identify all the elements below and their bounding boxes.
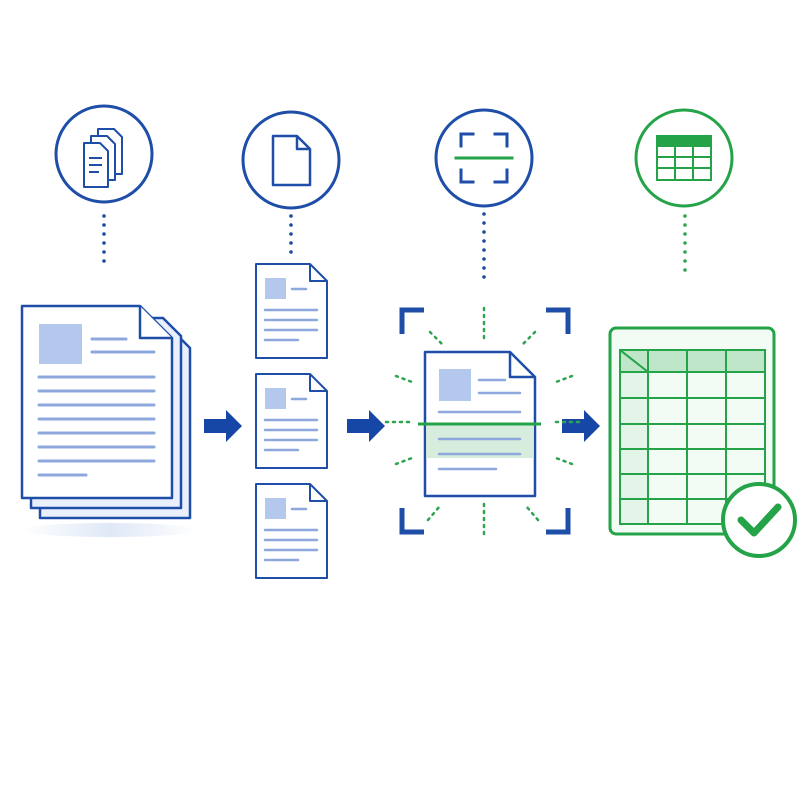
scan-highlight-band (426, 424, 534, 458)
connector-step-4 (683, 214, 687, 272)
stack-page-text-lines (37, 337, 156, 477)
scan-rays (384, 306, 582, 536)
step-2-icon-circle (241, 110, 341, 210)
arrow-3 (562, 410, 600, 442)
spreadsheet-frame (608, 326, 776, 536)
stack-page-thumbnail (39, 324, 82, 364)
step-4-icon-circle (634, 108, 734, 208)
document-stack-icon (83, 128, 123, 188)
single-page-icon (271, 134, 312, 187)
stack-page-front-fold (138, 306, 172, 340)
scan-area (384, 306, 582, 536)
checkmark-icon (737, 503, 782, 537)
scanned-document (418, 350, 541, 498)
spreadsheet-icon (656, 135, 712, 181)
scan-frame-icon (454, 132, 514, 184)
connector-step-2 (289, 214, 293, 254)
scan-brackets (399, 307, 571, 535)
split-page-1 (255, 263, 328, 359)
arrow-2 (347, 410, 385, 442)
split-page-2 (255, 373, 328, 469)
step-3-icon-circle (434, 108, 534, 208)
document-stack (20, 304, 198, 537)
split-page-3 (255, 483, 328, 579)
checkmark-badge (721, 482, 797, 558)
step-1-icon-circle (54, 104, 154, 204)
connector-step-3 (482, 212, 486, 279)
spreadsheet-header-row (620, 350, 765, 372)
stack-shadow (22, 523, 198, 537)
spreadsheet-output (608, 326, 797, 558)
arrow-1 (204, 410, 242, 442)
connector-step-1 (102, 214, 106, 263)
